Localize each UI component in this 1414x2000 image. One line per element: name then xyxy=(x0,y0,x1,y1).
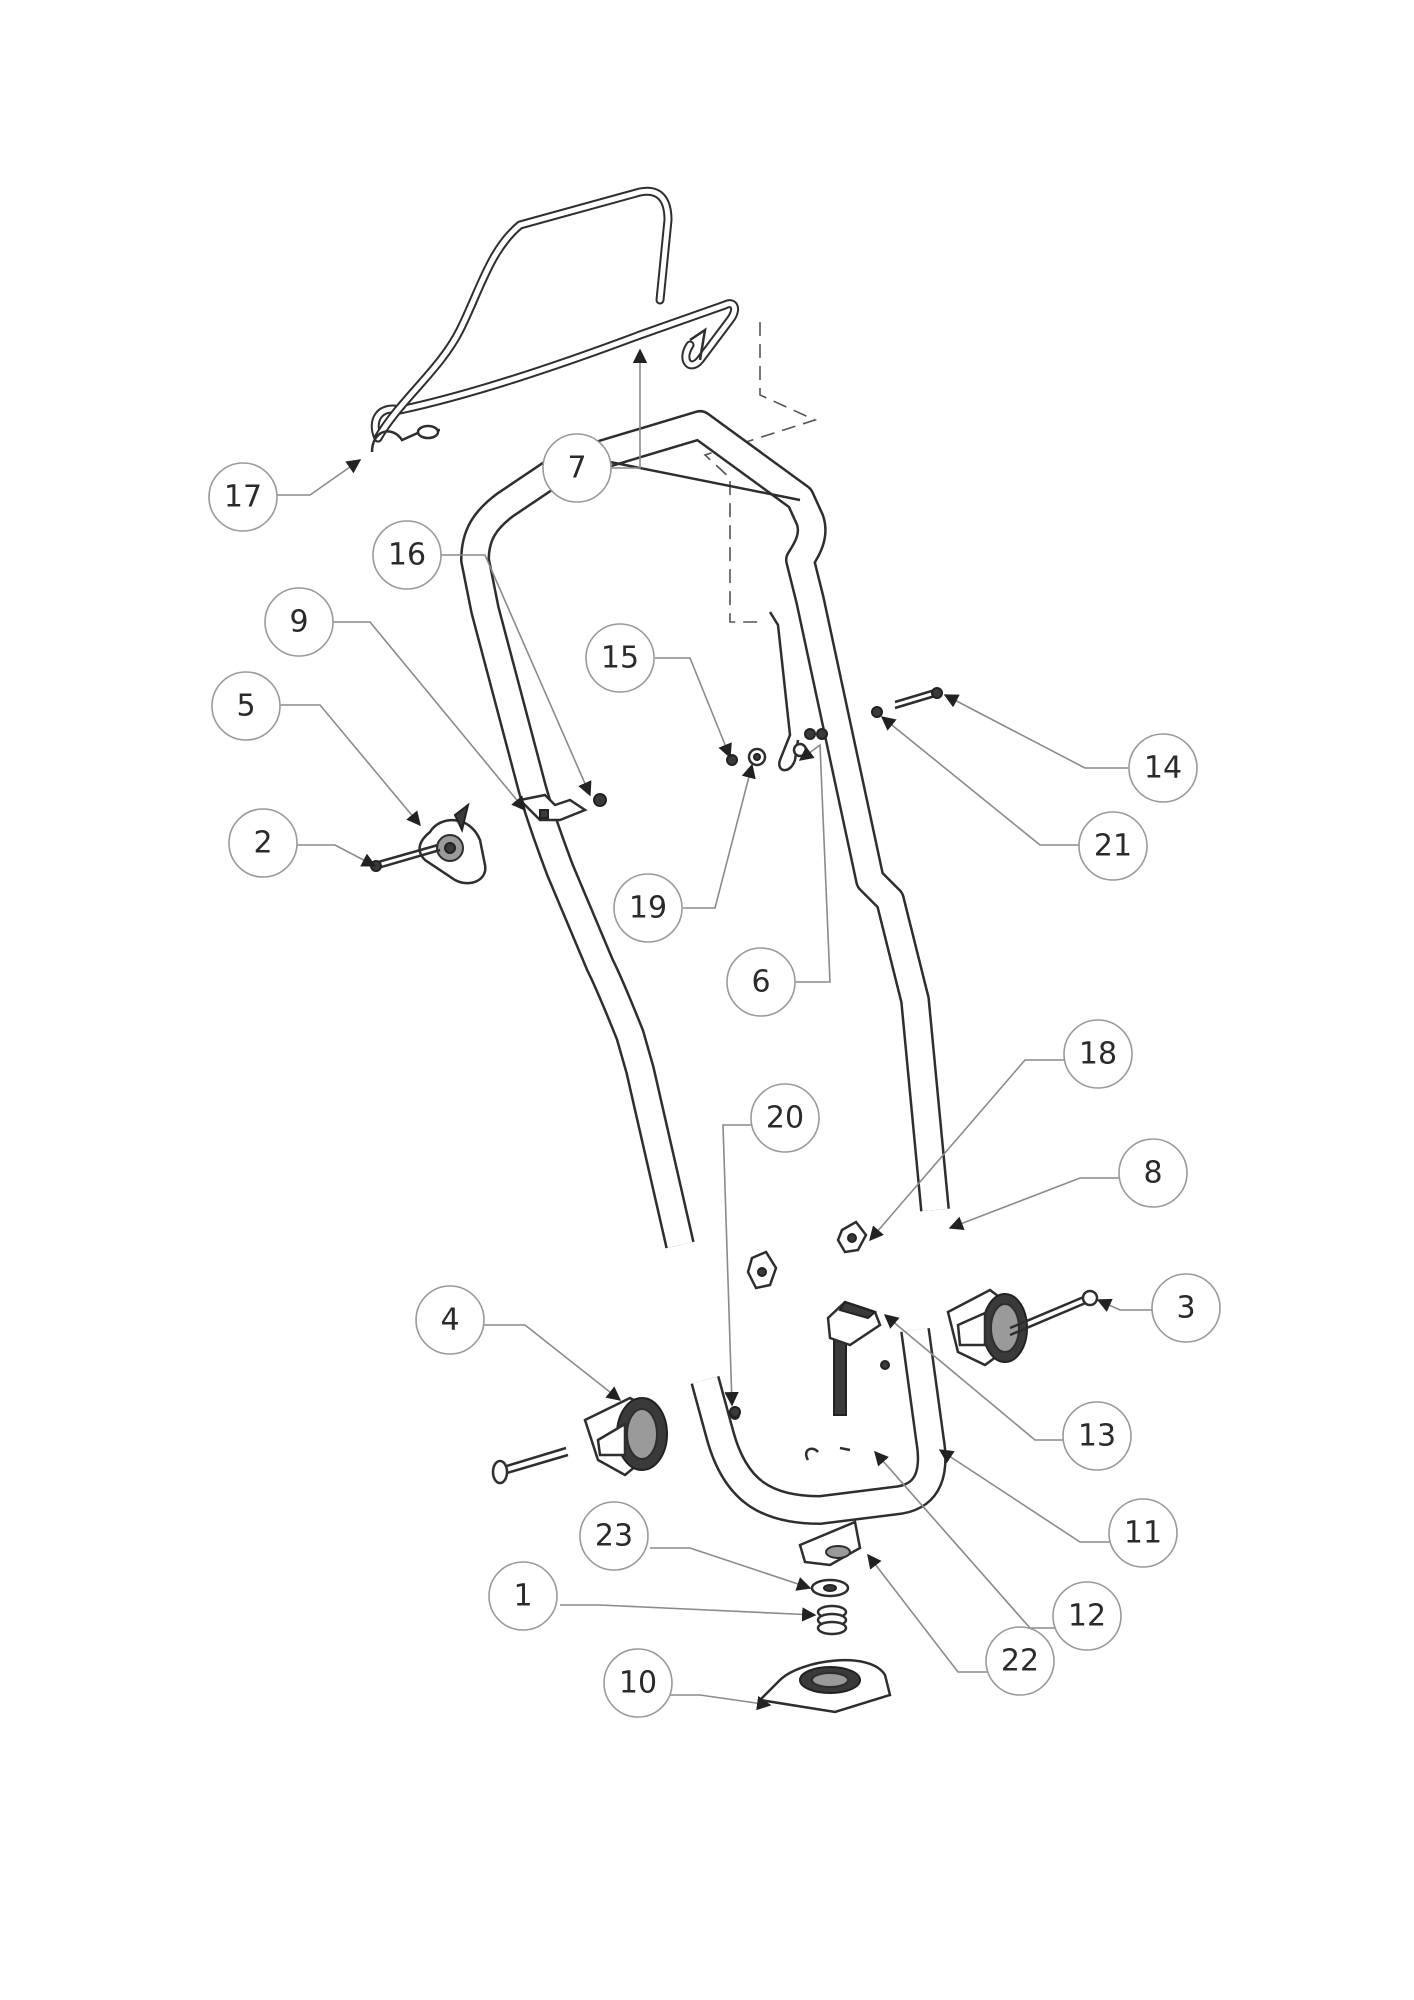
callout-2: 2 xyxy=(228,808,298,878)
leader-lines xyxy=(270,348,1158,1711)
cover-plate-part-22 xyxy=(798,1520,862,1567)
svg-text:17: 17 xyxy=(224,480,262,515)
callout-20: 20 xyxy=(750,1083,820,1153)
callout-10: 10 xyxy=(603,1648,673,1718)
callout-13: 13 xyxy=(1062,1401,1132,1471)
callout-4: 4 xyxy=(415,1285,485,1355)
svg-text:2: 2 xyxy=(253,826,272,861)
handle-knob-part-3 xyxy=(946,1288,1028,1367)
bail-cable-part xyxy=(370,327,707,453)
svg-text:4: 4 xyxy=(440,1303,459,1338)
nut-part-16 xyxy=(593,793,607,807)
lower-handle-part xyxy=(690,1327,947,1525)
callouts: 17 7 16 9 5 2 15 19 6 14 21 18 20 8 3 4 … xyxy=(208,433,1221,1718)
svg-text:8: 8 xyxy=(1143,1156,1162,1191)
upper-handle-part xyxy=(460,410,950,1249)
washer-part-23 xyxy=(810,1578,850,1598)
callout-7: 7 xyxy=(542,433,612,503)
callout-19: 19 xyxy=(613,873,683,943)
svg-text:21: 21 xyxy=(1094,829,1132,864)
callout-12: 12 xyxy=(1052,1581,1122,1651)
handle-knob-part-5 xyxy=(418,802,487,885)
callout-11: 11 xyxy=(1108,1498,1178,1568)
nut-part-15 xyxy=(726,754,738,766)
svg-text:7: 7 xyxy=(567,451,586,486)
callout-5: 5 xyxy=(211,671,281,741)
cable-clip-part-18 xyxy=(836,1220,868,1254)
callout-15: 15 xyxy=(585,623,655,693)
svg-text:10: 10 xyxy=(619,1666,657,1701)
callout-18: 18 xyxy=(1063,1019,1133,1089)
svg-text:15: 15 xyxy=(601,641,639,676)
svg-text:5: 5 xyxy=(236,689,255,724)
svg-text:14: 14 xyxy=(1144,751,1182,786)
svg-text:22: 22 xyxy=(1001,1644,1039,1679)
svg-text:6: 6 xyxy=(751,965,770,1000)
svg-text:9: 9 xyxy=(289,605,308,640)
nut-part-21 xyxy=(871,706,883,718)
callout-21: 21 xyxy=(1078,811,1148,881)
svg-text:1: 1 xyxy=(513,1579,532,1614)
spring-part-1 xyxy=(816,1604,848,1636)
svg-text:23: 23 xyxy=(595,1519,633,1554)
svg-text:18: 18 xyxy=(1079,1037,1117,1072)
svg-text:20: 20 xyxy=(766,1101,804,1136)
callout-16: 16 xyxy=(372,520,442,590)
callout-3: 3 xyxy=(1151,1273,1221,1343)
svg-text:13: 13 xyxy=(1078,1419,1116,1454)
height-lever-part-13 xyxy=(826,1300,882,1416)
spring-pin-part xyxy=(804,728,828,740)
callout-9: 9 xyxy=(264,587,334,657)
callout-17: 17 xyxy=(208,462,278,532)
mount-bracket-part-10 xyxy=(757,1658,892,1714)
callout-22: 22 xyxy=(985,1626,1055,1696)
callout-8: 8 xyxy=(1118,1138,1188,1208)
bolt-part-14 xyxy=(894,687,943,710)
cable-clip-part-9 xyxy=(517,793,588,822)
handle-knob-part-4 xyxy=(583,1396,668,1477)
svg-text:19: 19 xyxy=(629,891,667,926)
callout-1: 1 xyxy=(488,1561,558,1631)
bolt-part-3-screw xyxy=(1009,1289,1099,1337)
callout-23: 23 xyxy=(579,1501,649,1571)
svg-text:11: 11 xyxy=(1124,1516,1162,1551)
callout-6: 6 xyxy=(726,947,796,1017)
svg-text:12: 12 xyxy=(1068,1599,1106,1634)
nut-part-20 xyxy=(729,1406,741,1418)
bolt-part-4-screw xyxy=(491,1446,569,1485)
callout-14: 14 xyxy=(1128,733,1198,803)
cable-route-line xyxy=(703,322,818,623)
cable-clip-part-20 xyxy=(746,1250,778,1290)
lever-cable-part xyxy=(768,611,808,772)
svg-text:16: 16 xyxy=(388,538,426,573)
svg-text:3: 3 xyxy=(1176,1291,1195,1326)
bail-bar-part xyxy=(370,186,740,443)
